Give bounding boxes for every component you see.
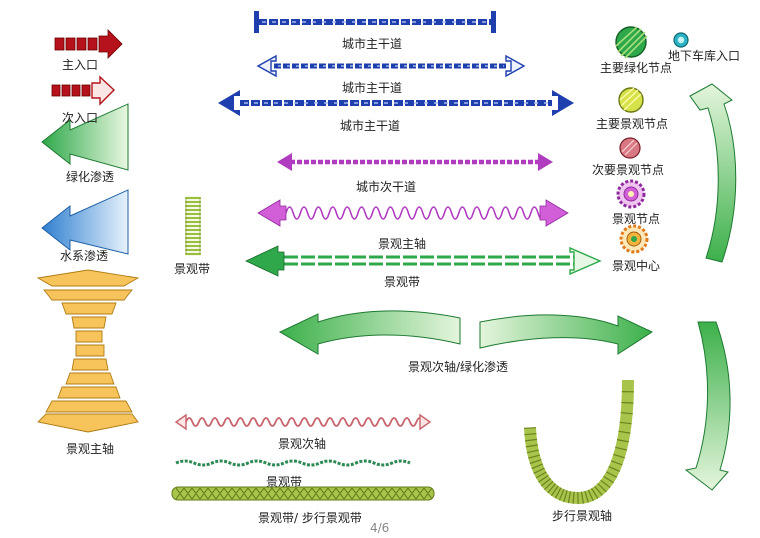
landscape-center-icon [619, 224, 649, 254]
label-landscape-belt-bottom: 景观带 [266, 475, 303, 489]
label-city-main-road-1: 城市主干道 [342, 37, 403, 51]
main-entrance-arrow-icon [54, 29, 123, 59]
label-landscape-main-axis: 景观主轴 [378, 237, 427, 251]
label-secondary-entrance: 次入口 [62, 111, 99, 125]
label-walking-axis: 步行景观轴 [552, 509, 613, 523]
secondary-axis-left-curve-icon [278, 310, 461, 355]
page-number: 4/6 [370, 521, 390, 535]
label-main-green-node: 主要绿化节点 [600, 61, 673, 75]
label-city-secondary-road: 城市次干道 [356, 180, 417, 194]
landscape-main-axis-stack-icon [36, 269, 140, 433]
label-main-landscape-node: 主要景观节点 [596, 117, 669, 131]
label-water-infiltration: 水系渗透 [60, 249, 109, 263]
label-landscape-secondary-axis: 景观次轴 [278, 437, 327, 451]
city-main-road-3-icon [218, 90, 574, 116]
landscape-secondary-axis-icon [174, 413, 432, 431]
label-secondary-landscape-node: 次要景观节点 [592, 163, 665, 177]
right-upper-curve-arrow-icon [689, 83, 737, 263]
green-infiltration-funnel-icon [41, 103, 129, 171]
underground-garage-icon [673, 32, 689, 48]
walking-axis-icon [523, 379, 634, 505]
label-underground-garage: 地下车库入口 [668, 49, 741, 63]
landscape-main-axis-icon [257, 199, 569, 227]
label-landscape-belt-center: 景观带 [384, 275, 421, 289]
landscape-belt-bottom-icon [175, 459, 411, 467]
landscape-node-icon [616, 179, 646, 209]
label-landscape-belt-left: 景观带 [174, 262, 211, 276]
label-landscape-center: 景观中心 [612, 259, 661, 273]
water-infiltration-funnel-icon [41, 189, 129, 255]
label-city-main-road-2: 城市主干道 [342, 81, 403, 95]
secondary-axis-right-curve-icon [479, 314, 654, 355]
belt-walk-icon [171, 486, 435, 501]
label-landscape-main-axis-left: 景观主轴 [66, 442, 115, 456]
secondary-entrance-arrow-icon [51, 75, 116, 106]
right-lower-curve-arrow-icon [684, 321, 731, 491]
label-main-entrance: 主入口 [62, 58, 99, 72]
label-landscape-node: 景观节点 [612, 212, 661, 226]
label-belt-walk: 景观带/ 步行景观带 [258, 511, 362, 525]
city-main-road-1-icon [254, 11, 496, 33]
landscape-belt-squiggle-icon [184, 196, 202, 256]
landscape-belt-center-icon [245, 245, 602, 277]
label-city-main-road-3: 城市主干道 [340, 119, 401, 133]
city-main-road-2-icon [256, 54, 526, 78]
landscape-belt-squiggle-edge [185, 198, 201, 254]
main-green-node-icon [615, 26, 648, 59]
city-secondary-road-icon [277, 153, 553, 171]
main-landscape-node-icon [618, 87, 644, 113]
secondary-landscape-node-icon [619, 137, 641, 159]
label-green-infiltration: 绿化渗透 [66, 170, 115, 184]
label-secondary-axis-green: 景观次轴/绿化渗透 [408, 360, 509, 374]
